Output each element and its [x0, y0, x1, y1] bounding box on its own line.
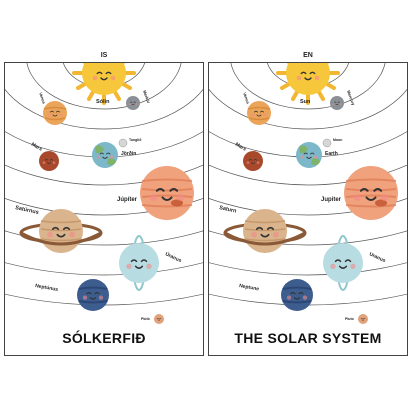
earth-label: Jörðin: [121, 150, 136, 157]
pluto-planet-icon: [358, 314, 368, 324]
mars-planet-icon: [243, 151, 263, 171]
sun-icon: [72, 63, 136, 105]
sun-label: Sun: [300, 99, 311, 105]
neptune-planet-icon: [281, 279, 313, 311]
earth-planet-icon: [92, 142, 118, 168]
earth-label: Earth: [325, 151, 338, 157]
mars-label: Mars: [30, 142, 43, 153]
jupiter-planet-icon: [344, 166, 398, 220]
saturn-label: Saturn: [219, 205, 238, 215]
moon-label: Moon: [333, 138, 342, 142]
mercury-label: Merkúr: [142, 90, 151, 105]
mars-label: Mars: [234, 142, 247, 153]
poster-title-en: THE SOLAR SYSTEM: [234, 330, 382, 346]
venus-planet-icon: [247, 101, 271, 125]
uranus-label: Úranus: [164, 250, 183, 264]
earth-planet-icon: [296, 142, 322, 168]
saturn-planet-icon: [223, 209, 307, 253]
language-label-en: EN: [303, 52, 313, 59]
pluto-label: Pluto: [345, 317, 354, 321]
mercury-planet-icon: [330, 96, 344, 110]
mercury-planet-icon: [126, 96, 140, 110]
uranus-planet-icon: [323, 235, 363, 291]
moon-label: Tunglið: [129, 137, 141, 142]
neptune-planet-icon: [77, 279, 109, 311]
venus-planet-icon: [43, 101, 67, 125]
sun-icon: [276, 63, 340, 105]
uranus-planet-icon: [119, 235, 159, 291]
saturn-planet-icon: [19, 209, 103, 253]
pluto-label: Plútó: [141, 317, 150, 321]
jupiter-label: Jupiter: [321, 197, 342, 203]
venus-label: Venus: [38, 92, 47, 106]
moon-icon: [322, 138, 332, 148]
venus-label: Venus: [242, 92, 251, 106]
jupiter-label: Júpíter: [117, 197, 138, 203]
mercury-label: Mercury: [346, 90, 356, 107]
saturn-label: Satúrnus: [15, 205, 40, 216]
language-label-is: IS: [100, 52, 108, 59]
poster-title-is: SÓLKERFIÐ: [62, 330, 146, 346]
neptune-label: Neptúnus: [35, 283, 59, 293]
mars-planet-icon: [39, 151, 59, 171]
uranus-label: Uranus: [368, 251, 386, 264]
moon-icon: [118, 138, 128, 148]
jupiter-planet-icon: [140, 166, 194, 220]
sun-label: Sólin: [96, 99, 110, 105]
neptune-label: Neptune: [239, 283, 260, 292]
pluto-planet-icon: [154, 314, 164, 324]
